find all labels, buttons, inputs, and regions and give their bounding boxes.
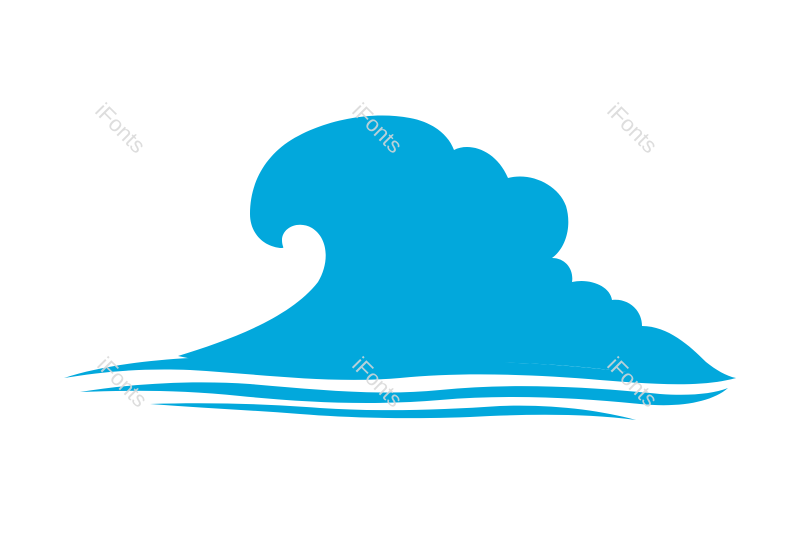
wave-line-middle [80,382,728,406]
wave-crest [178,115,736,381]
wave-line-bottom [150,403,636,420]
wave-line-top [64,358,736,385]
